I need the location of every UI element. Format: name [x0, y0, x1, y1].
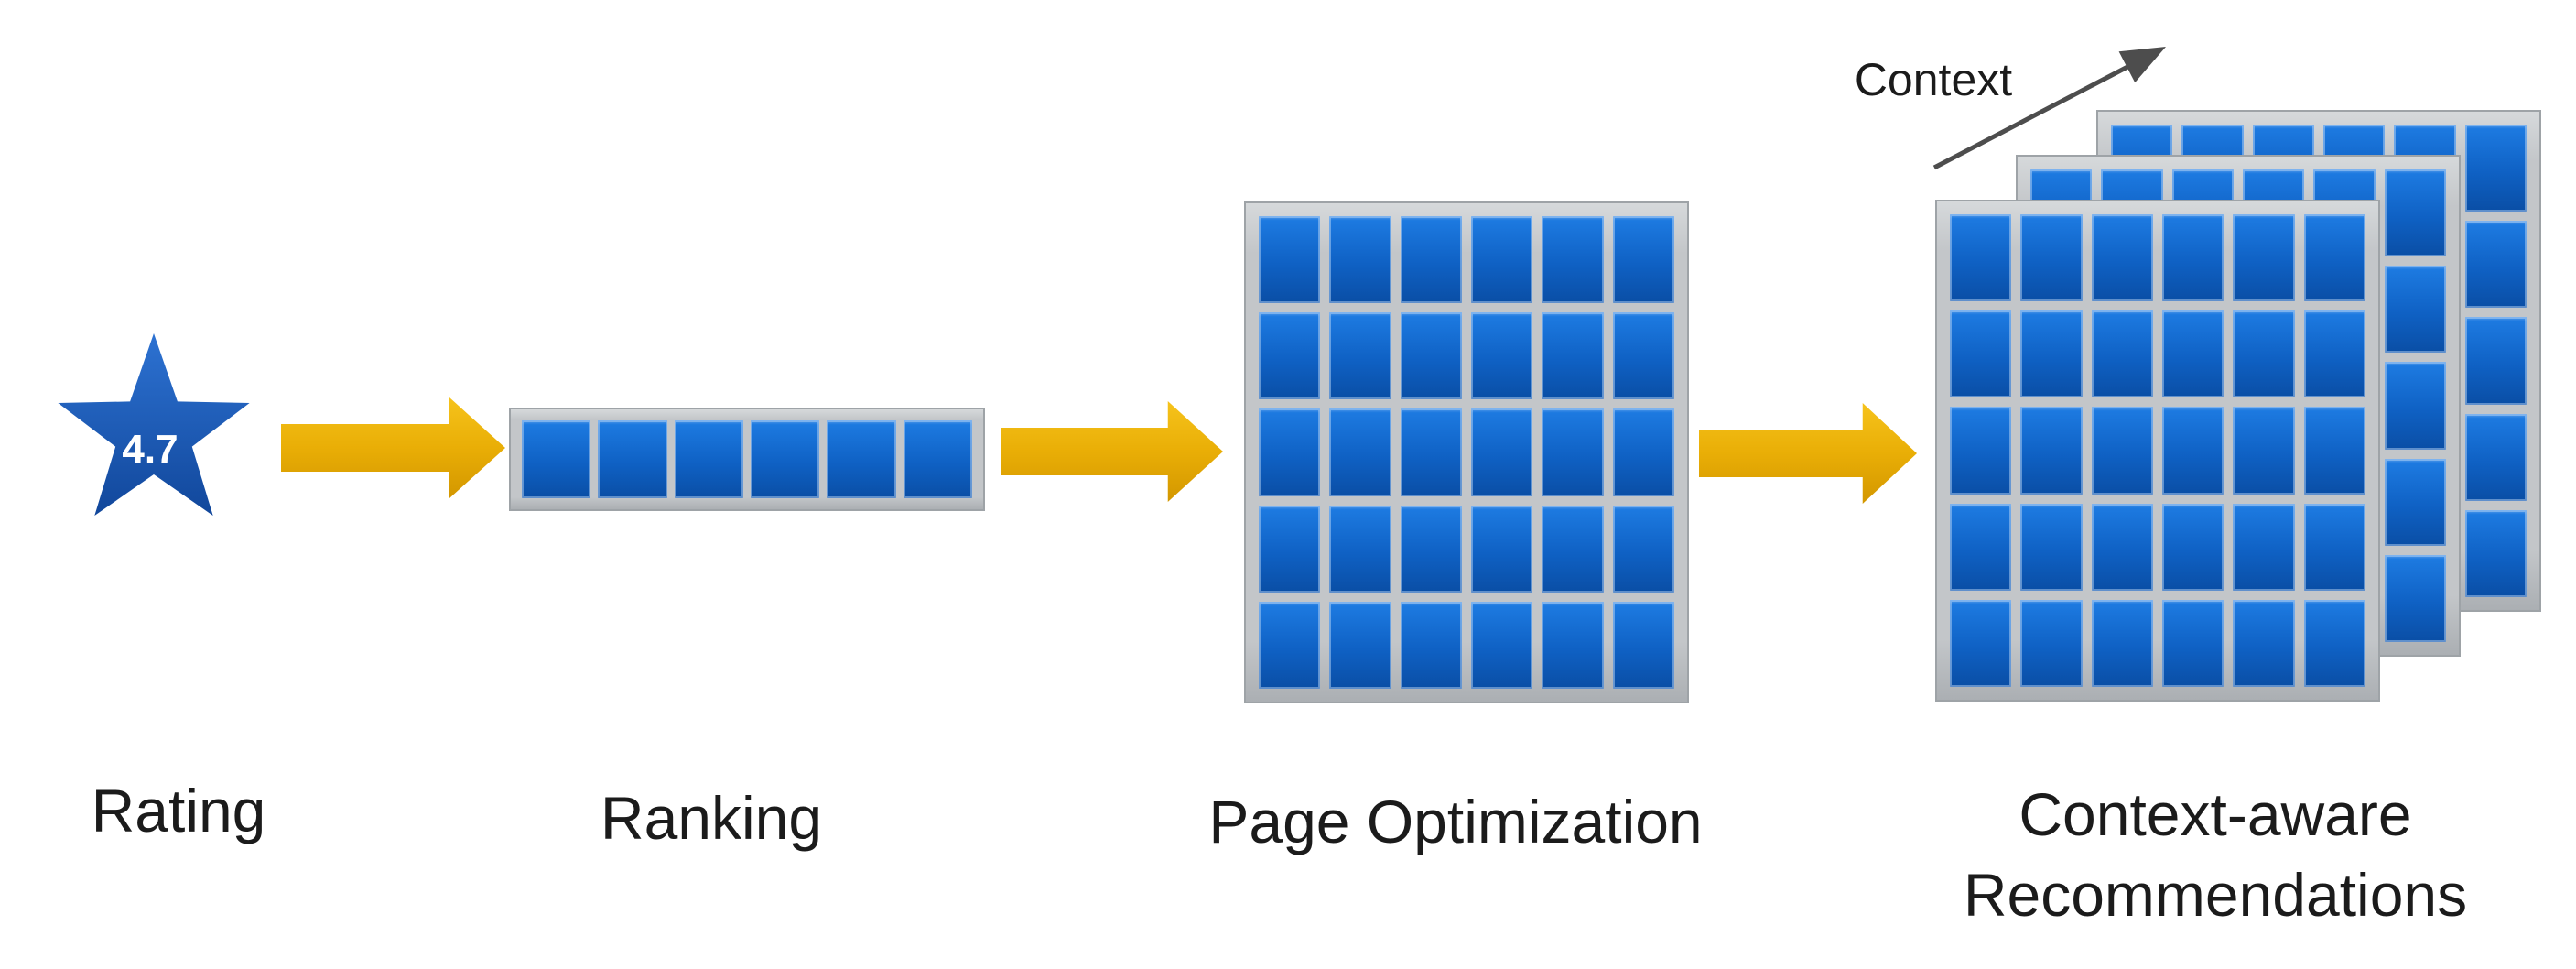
grid-cell: [1950, 407, 2012, 495]
grid-cell: [1259, 505, 1321, 593]
stage-label-line2: Recommendations: [1963, 860, 2468, 929]
rating-star-icon: 4.7: [58, 333, 250, 516]
grid-cell: [1329, 601, 1391, 689]
grid-cell: [1259, 408, 1321, 496]
grid-cell: [2020, 599, 2083, 687]
grid-cell: [1471, 505, 1533, 593]
grid-cell: [1950, 503, 2012, 591]
grid-cell: [2162, 599, 2224, 687]
arrow-right-icon: [1001, 401, 1223, 502]
grid-cell: [1400, 216, 1462, 304]
grid-cell: [1400, 312, 1462, 400]
grid-cell: [1950, 599, 2012, 687]
grid-cell: [2233, 310, 2295, 398]
grid-cell: [1400, 408, 1462, 496]
grid-cell: [1542, 408, 1604, 496]
grid-cell: [1471, 408, 1533, 496]
grid-cell: [1612, 505, 1674, 593]
stage-label-ranking: Ranking: [600, 784, 823, 852]
grid-cell: [2303, 503, 2365, 591]
grid-cell: [2303, 407, 2365, 495]
grid-cell: [1471, 601, 1533, 689]
grid-cell: [1259, 601, 1321, 689]
grid-cell: [2020, 503, 2083, 591]
grid-cell: [1329, 408, 1391, 496]
grid-cell: [2464, 413, 2527, 501]
grid-cell: [1400, 601, 1462, 689]
grid-cell: [2303, 214, 2365, 302]
arrow-right-icon: [281, 397, 505, 498]
grid-cell: [522, 420, 591, 498]
grid-cell: [1950, 214, 2012, 302]
stacked-grids: [1935, 110, 2547, 703]
grid-cell: [2091, 214, 2153, 302]
grid-cell: [1259, 312, 1321, 400]
grid-cell: [2303, 599, 2365, 687]
grid-cell: [2464, 317, 2527, 405]
grid-cell: [1542, 312, 1604, 400]
grid-cell: [2384, 554, 2446, 642]
grid-cell: [2233, 214, 2295, 302]
stage-label-line1: Context-aware: [2019, 780, 2412, 848]
grid-cell: [1542, 216, 1604, 304]
grid-cell: [2091, 310, 2153, 398]
grid-cell: [2384, 458, 2446, 546]
grid-cell: [1329, 216, 1391, 304]
grid-cell: [2162, 214, 2224, 302]
page-optimization-grid: [1244, 201, 1689, 703]
grid-cell: [1329, 312, 1391, 400]
stage-label-rating: Rating: [91, 777, 266, 844]
grid-cell: [1612, 216, 1674, 304]
grid-cell: [2162, 310, 2224, 398]
grid-cell: [598, 420, 667, 498]
grid-cell: [2020, 407, 2083, 495]
grid-cell: [903, 420, 972, 498]
stack-layer-front: [1935, 200, 2380, 702]
context-annotation-label: Context: [1854, 54, 2013, 105]
grid-cell: [1471, 312, 1533, 400]
grid-cell: [2091, 599, 2153, 687]
grid-cell: [2020, 310, 2083, 398]
grid-cell: [827, 420, 896, 498]
grid-cell: [1612, 408, 1674, 496]
grid-cell: [2020, 214, 2083, 302]
grid-cell: [2162, 407, 2224, 495]
grid-cell: [2384, 169, 2446, 257]
grid-cell: [2233, 503, 2295, 591]
grid-cell: [1329, 505, 1391, 593]
stage-label-page-optimization: Page Optimization: [1208, 788, 1703, 855]
grid-cell: [2464, 509, 2527, 597]
grid-cell: [751, 420, 820, 498]
grid-cell: [2091, 503, 2153, 591]
stage-label-context-aware-recommendations: Context-aware Recommendations: [1941, 775, 2490, 936]
grid-cell: [1612, 601, 1674, 689]
ranking-strip: [509, 408, 985, 511]
grid-cell: [2233, 407, 2295, 495]
grid-cell: [2384, 266, 2446, 354]
grid-cell: [2233, 599, 2295, 687]
grid-cell: [1542, 505, 1604, 593]
rating-value: 4.7: [122, 427, 178, 472]
grid-cell: [2464, 125, 2527, 212]
grid-cell: [1259, 216, 1321, 304]
grid-cell: [1400, 505, 1462, 593]
grid-cell: [2091, 407, 2153, 495]
grid-cell: [2464, 221, 2527, 309]
grid-cell: [674, 420, 743, 498]
context-diagonal-arrow-icon: [1932, 47, 2166, 170]
grid-cell: [1471, 216, 1533, 304]
grid-cell: [1542, 601, 1604, 689]
grid-cell: [2162, 503, 2224, 591]
grid-cell: [1950, 310, 2012, 398]
arrow-right-icon: [1699, 403, 1917, 504]
grid-cell: [1612, 312, 1674, 400]
grid-cell: [2303, 310, 2365, 398]
grid-cell: [2384, 362, 2446, 450]
